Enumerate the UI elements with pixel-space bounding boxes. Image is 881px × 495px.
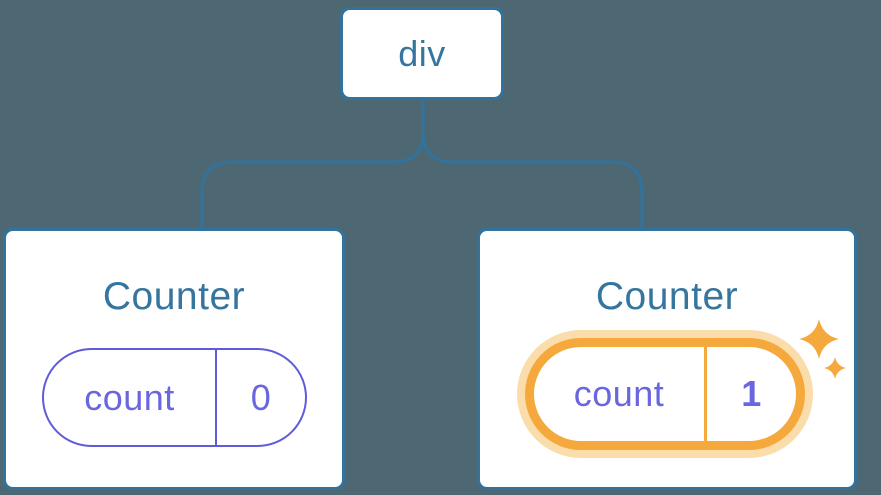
sparkle-icon-large (799, 319, 839, 359)
connector-branch-right (421, 131, 644, 229)
root-node: div (340, 7, 504, 100)
state-key-label: count (84, 376, 175, 418)
component-title: Counter (595, 275, 739, 318)
root-node-label: div (398, 32, 446, 74)
state-key-label: count (573, 373, 665, 414)
state-pill-highlighted: count 1 (525, 338, 805, 450)
state-pill: count 0 (42, 348, 307, 447)
state-value: 1 (741, 373, 762, 414)
sparkle-icon-small (824, 357, 846, 379)
component-title: Counter (102, 275, 246, 318)
state-value: 0 (250, 376, 272, 418)
sparkle-icon (799, 319, 846, 379)
pill-divider (215, 350, 217, 445)
counter-card-2: Counter count 1 (477, 228, 857, 490)
counter-card-1: Counter count 0 (3, 228, 345, 490)
connector-branch-left (200, 131, 425, 229)
pill-divider (704, 347, 707, 441)
